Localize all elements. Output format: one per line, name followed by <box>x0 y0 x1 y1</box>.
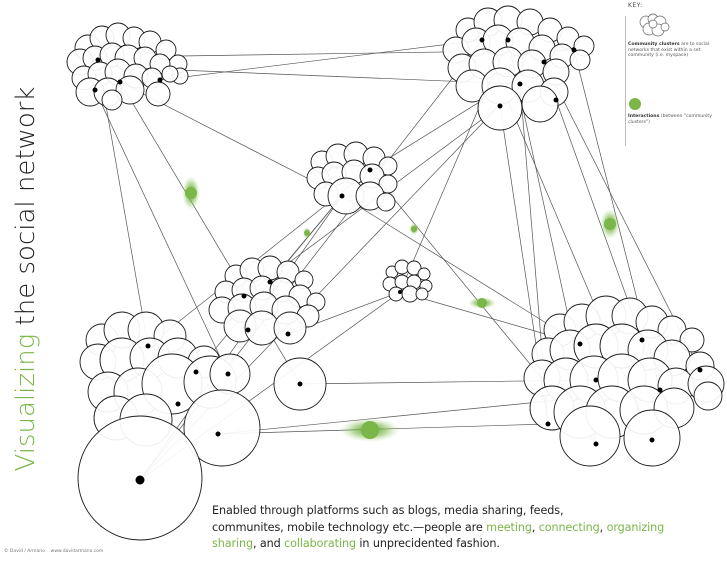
member-node <box>241 293 247 299</box>
cluster-bubble <box>376 192 396 212</box>
connection-line <box>159 39 483 81</box>
connection-line <box>341 195 581 345</box>
cluster-mid-left <box>208 255 326 346</box>
cluster-bubble <box>415 287 429 301</box>
member-node <box>541 59 547 65</box>
cluster-bubble <box>145 81 171 107</box>
legend-community-heading: Community clusters <box>628 42 680 47</box>
connection-line <box>94 89 229 375</box>
cluster-bubble <box>559 405 621 467</box>
interaction-dot-icon <box>629 98 641 110</box>
caption-line-2: communites, mobile technology etc.—peopl… <box>212 520 727 537</box>
member-node <box>577 341 583 347</box>
cluster-top-right <box>442 5 595 131</box>
legend-interaction-heading: Interactions <box>628 114 660 119</box>
member-node <box>225 371 231 377</box>
cluster-bottom-right <box>523 295 725 467</box>
member-node <box>297 381 303 387</box>
interaction-dot <box>411 226 417 232</box>
member-node <box>215 431 221 437</box>
member-node <box>367 167 373 173</box>
member-node <box>267 279 273 285</box>
member-node <box>657 387 663 393</box>
member-node <box>505 37 511 43</box>
caption-sep: , <box>599 520 607 534</box>
member-node <box>479 37 485 43</box>
member-node <box>497 103 503 109</box>
member-node <box>117 79 123 85</box>
legend-title: KEY: <box>628 2 643 9</box>
member-node <box>571 47 577 53</box>
legend-divider <box>625 16 626 146</box>
cluster-bubble <box>273 311 307 345</box>
member-node <box>193 369 199 375</box>
caption-text: in unprecidented fashion. <box>355 537 500 550</box>
member-node <box>92 87 98 93</box>
legend-interaction-text: Interactions (between "community cluster… <box>628 114 720 125</box>
member-node <box>157 77 163 83</box>
caption: Enabled through platforms such as blogs,… <box>212 503 727 553</box>
cluster-center <box>306 141 398 215</box>
legend-interaction-desc: (between "community clusters") <box>628 114 712 125</box>
caption-meeting: meeting <box>486 520 532 534</box>
caption-sep: , <box>531 520 539 534</box>
legend-community-text: Community clusters are to social network… <box>628 42 720 59</box>
cluster-bottom-left <box>77 311 327 541</box>
page-title: Visualizing the social network <box>11 19 45 539</box>
caption-sharing: sharing <box>212 537 253 550</box>
member-node <box>145 343 151 349</box>
interaction-dot <box>185 187 197 199</box>
member-node <box>95 57 101 63</box>
cluster-bubble <box>115 75 145 105</box>
member-node <box>398 290 402 294</box>
member-node <box>639 337 645 343</box>
cluster-bubble <box>693 381 723 411</box>
member-node <box>175 401 181 407</box>
interaction-dot <box>477 298 487 308</box>
member-node <box>697 367 703 373</box>
title-rest: the social network <box>11 86 41 334</box>
interaction-dot <box>361 421 379 439</box>
member-node <box>593 377 599 383</box>
caption-line-1: Enabled through platforms such as blogs,… <box>212 504 564 517</box>
member-node <box>593 441 599 447</box>
member-node <box>553 97 559 103</box>
member-node <box>245 327 251 333</box>
cluster-small-center <box>382 259 433 303</box>
caption-text: communites, mobile technology etc.—peopl… <box>212 520 487 534</box>
credit-author: © David / Armano <box>4 549 45 554</box>
caption-connecting: connecting <box>538 520 600 534</box>
member-node <box>339 193 345 199</box>
cluster-bubble <box>101 89 123 111</box>
community-cluster-icon <box>639 13 670 37</box>
member-node <box>649 437 655 443</box>
caption-organizing: organizing <box>606 520 665 534</box>
credit-line: © David / Armano www.davidarmano.com <box>4 549 103 554</box>
member-node <box>545 421 551 427</box>
caption-collaborating: collaborating <box>284 537 356 550</box>
cluster-bubble <box>388 286 404 302</box>
interaction-dot <box>604 218 616 230</box>
member-node <box>285 331 291 337</box>
cluster-top-left <box>66 22 189 111</box>
caption-line-3: sharing, and collaborating in unpreciden… <box>212 536 727 553</box>
cluster-bubble <box>183 389 261 467</box>
cluster-bubble <box>569 49 591 71</box>
member-node <box>135 475 145 485</box>
member-node <box>517 81 523 87</box>
legend: KEY: Community clusters are to social ne… <box>625 2 724 146</box>
caption-sep: , and <box>252 537 285 550</box>
title-highlight: Visualizing <box>11 333 41 472</box>
cluster-bubble <box>521 85 559 123</box>
interaction-dot <box>304 230 310 236</box>
credit-site: www.davidarmano.com <box>50 549 104 554</box>
legend-community-desc: are to social networks that exist within… <box>628 42 710 59</box>
cluster-bubble <box>161 65 179 83</box>
